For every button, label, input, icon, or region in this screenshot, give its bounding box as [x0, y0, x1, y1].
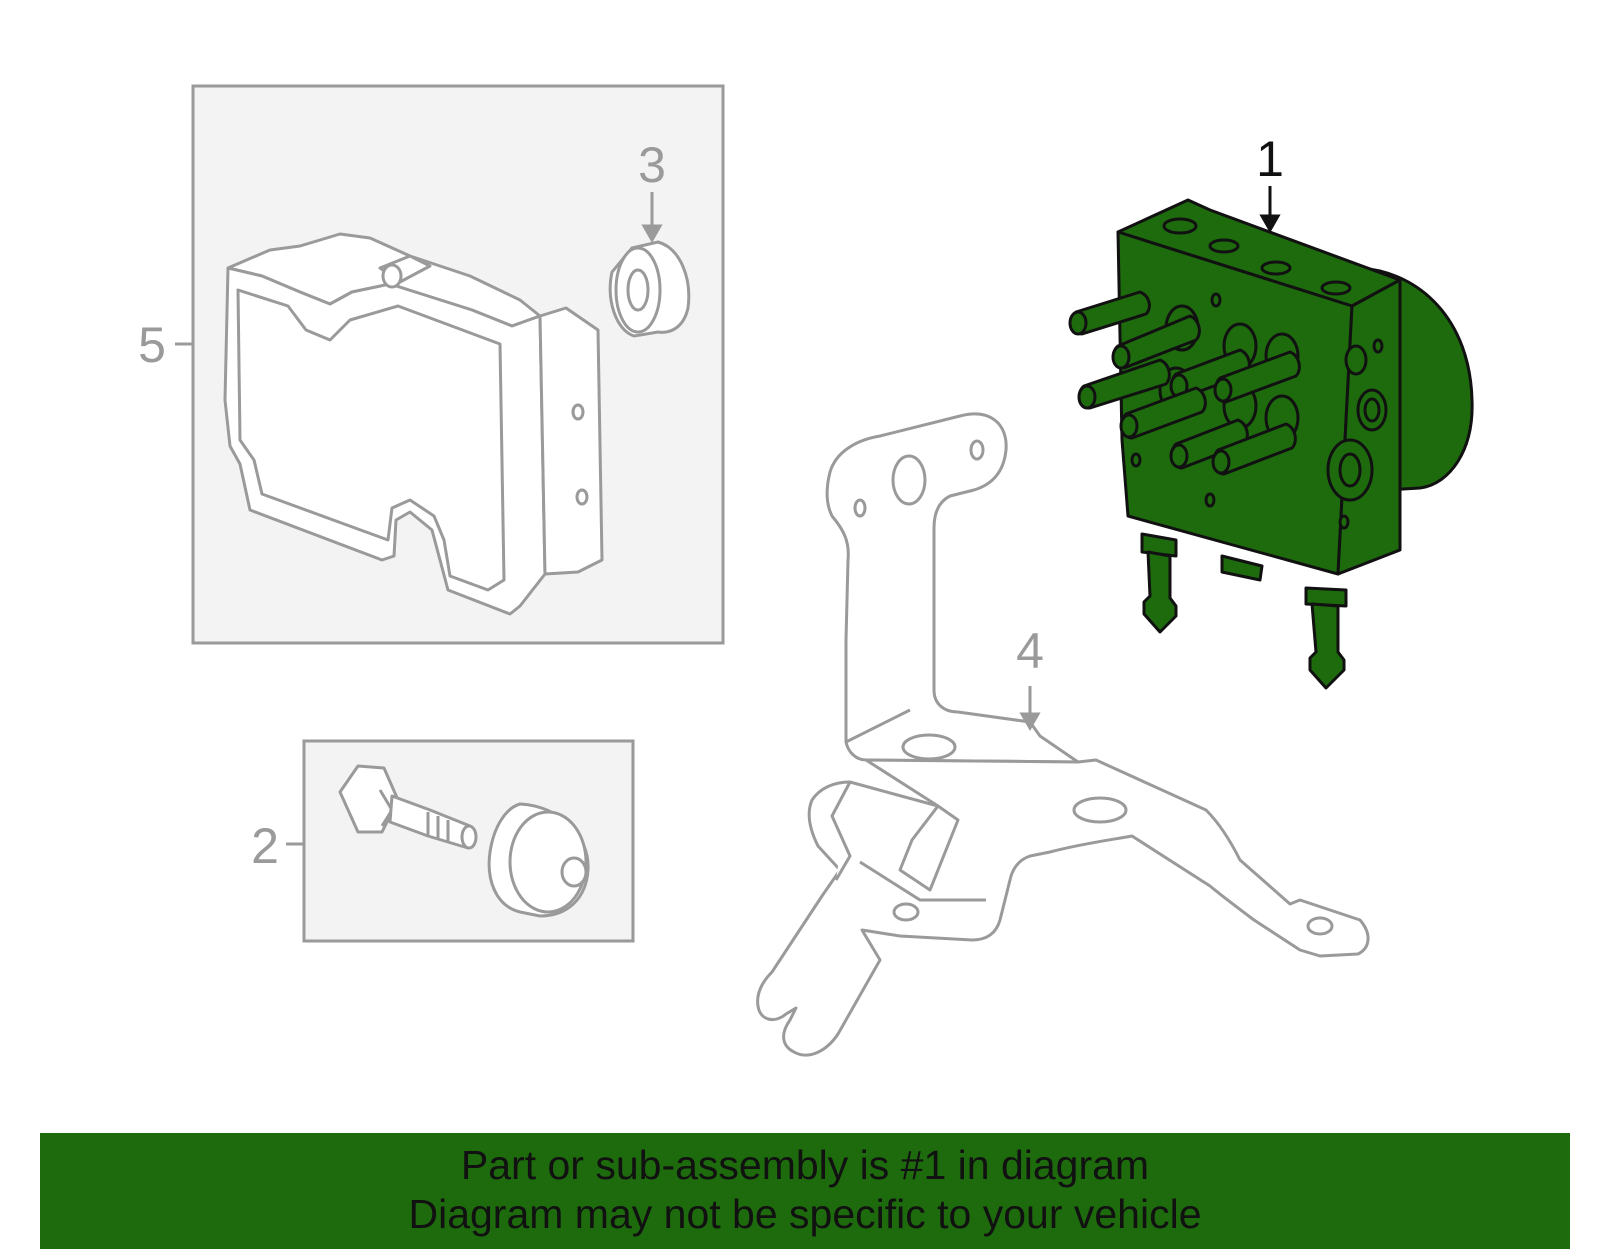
part-5-abs-module-drawing[interactable]	[223, 232, 604, 616]
callout-1-leader	[1259, 186, 1281, 234]
parts-diagram: 3 5 2	[138, 84, 1474, 1057]
callout-3-leader	[641, 192, 663, 244]
callout-label-1: 1	[1256, 131, 1284, 187]
part-2-bolt-and-isolator-drawing[interactable]	[338, 764, 590, 918]
banner-line-2: Diagram may not be specific to your vehi…	[408, 1191, 1202, 1237]
callout-label-3: 3	[638, 137, 666, 193]
part-3-grommet-drawing[interactable]	[608, 240, 691, 338]
part-4-bracket-drawing[interactable]	[756, 412, 1370, 1057]
callout-4-leader	[1019, 686, 1041, 732]
callout-label-2: 2	[251, 818, 279, 874]
part-1-hydraulic-unit-drawing[interactable]	[1068, 198, 1474, 690]
banner-line-1: Part or sub-assembly is #1 in diagram	[460, 1142, 1150, 1188]
callout-label-4: 4	[1016, 623, 1044, 679]
highlight-notice-banner: Part or sub-assembly is #1 in diagram Di…	[40, 1133, 1570, 1249]
callout-label-5: 5	[138, 317, 166, 373]
